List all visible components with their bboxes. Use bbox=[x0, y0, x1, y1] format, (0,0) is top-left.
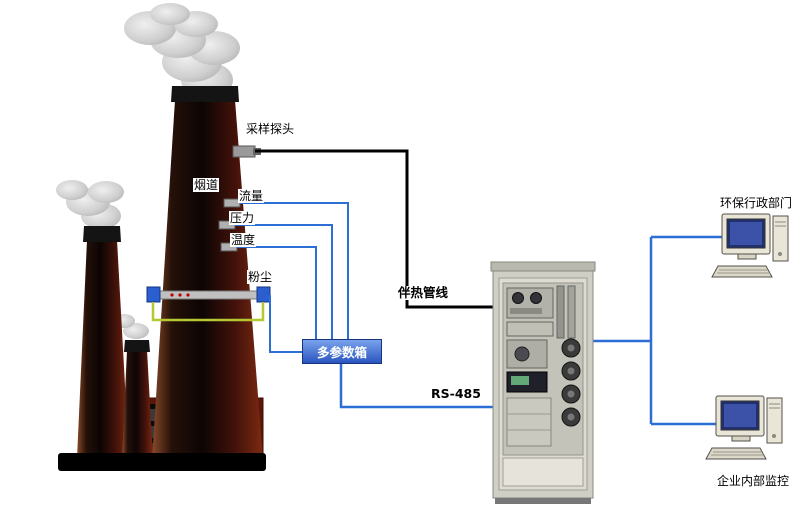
cabinet-flowmeters bbox=[561, 338, 581, 427]
dust-label: 粉尘 bbox=[247, 270, 274, 284]
rs485-label: RS-485 bbox=[430, 386, 482, 401]
factory-base bbox=[58, 453, 266, 471]
temperature-signal-line bbox=[237, 246, 317, 340]
sampling-probe-label: 采样探头 bbox=[245, 122, 296, 136]
dust-signal-line bbox=[269, 295, 302, 353]
multi-parameter-box: 多参数箱 bbox=[302, 339, 382, 364]
analyzer-cabinet-icon bbox=[490, 261, 596, 504]
smoke-plume-left bbox=[56, 180, 124, 229]
network-lines bbox=[593, 235, 722, 426]
internal-monitor-computer-icon bbox=[705, 395, 783, 460]
pressure-label: 压力 bbox=[229, 211, 256, 225]
env-dept-label: 环保行政部门 bbox=[720, 196, 793, 210]
internal-monitor-label: 企业内部监控 bbox=[717, 474, 790, 488]
large-chimney-icon bbox=[152, 86, 263, 460]
flow-signal-line bbox=[240, 202, 349, 340]
rs485-line-path bbox=[339, 364, 494, 409]
heated-line-label: 伴热管线 bbox=[397, 285, 450, 300]
temperature-label: 温度 bbox=[230, 233, 257, 247]
pressure-signal-line bbox=[235, 224, 333, 340]
heated-line-path bbox=[255, 149, 494, 309]
flue-label: 烟道 bbox=[193, 178, 220, 192]
multi-parameter-box-label: 多参数箱 bbox=[316, 345, 367, 360]
env-dept-computer-icon bbox=[711, 213, 789, 278]
left-chimney-icon bbox=[77, 226, 129, 458]
dust-monitor-icon bbox=[146, 286, 271, 322]
flow-label: 流量 bbox=[238, 189, 265, 203]
dust-monitor-cable bbox=[151, 302, 265, 322]
small-chimney-icon bbox=[122, 340, 153, 458]
smoke-plume-large bbox=[124, 3, 240, 98]
